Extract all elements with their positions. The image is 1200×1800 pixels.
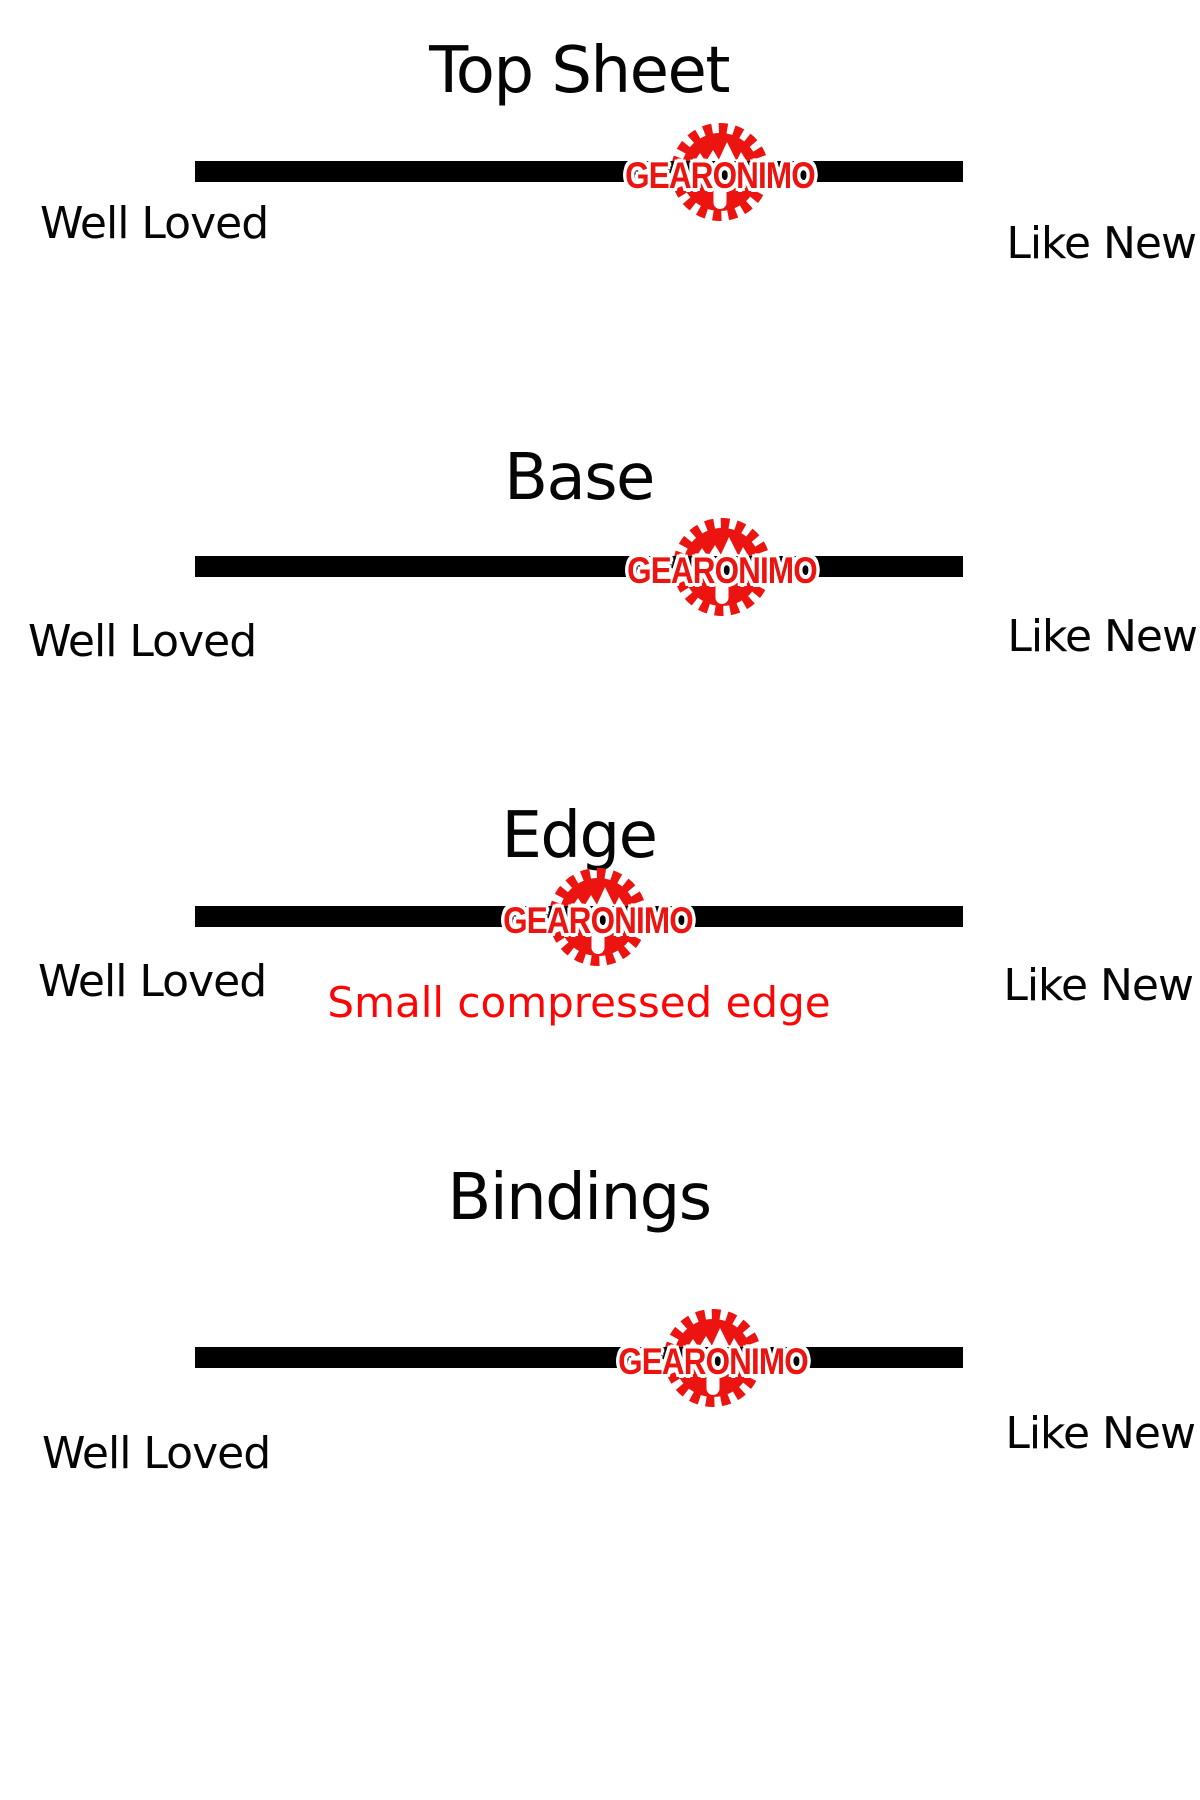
gearonimo-logo-text: GEARONIMO [503, 900, 694, 941]
edge-condition-note: Small compressed edge [327, 978, 831, 1027]
scale-bar [195, 1347, 963, 1368]
gearonimo-logo-text: GEARONIMO [618, 1341, 809, 1382]
condition-scale: GEARONIMO [195, 867, 963, 967]
condition-scale: GEARONIMO [195, 122, 963, 222]
scale-label-like-new: Like New [1007, 611, 1198, 662]
gearonimo-logo-text: GEARONIMO [626, 550, 818, 591]
condition-scale: GEARONIMO [195, 1308, 963, 1408]
scale-label-well-loved: Well Loved [28, 616, 257, 667]
scale-bar [195, 906, 963, 927]
scale-bar [195, 161, 963, 182]
scale-label-like-new: Like New [1003, 960, 1194, 1011]
section-title: Bindings [447, 1161, 712, 1235]
scale-label-like-new: Like New [1005, 1408, 1196, 1459]
scale-label-like-new: Like New [1006, 218, 1197, 269]
scale-label-well-loved: Well Loved [42, 1428, 271, 1479]
scale-label-well-loved: Well Loved [40, 198, 269, 249]
section-title: Edge [501, 799, 658, 873]
scale-bar [195, 556, 963, 577]
gearonimo-logo-text: GEARONIMO [625, 155, 816, 196]
section-title: Base [504, 441, 655, 515]
section-title: Top Sheet [429, 34, 730, 108]
condition-scale: GEARONIMO [195, 517, 963, 617]
scale-label-well-loved: Well Loved [38, 956, 267, 1007]
